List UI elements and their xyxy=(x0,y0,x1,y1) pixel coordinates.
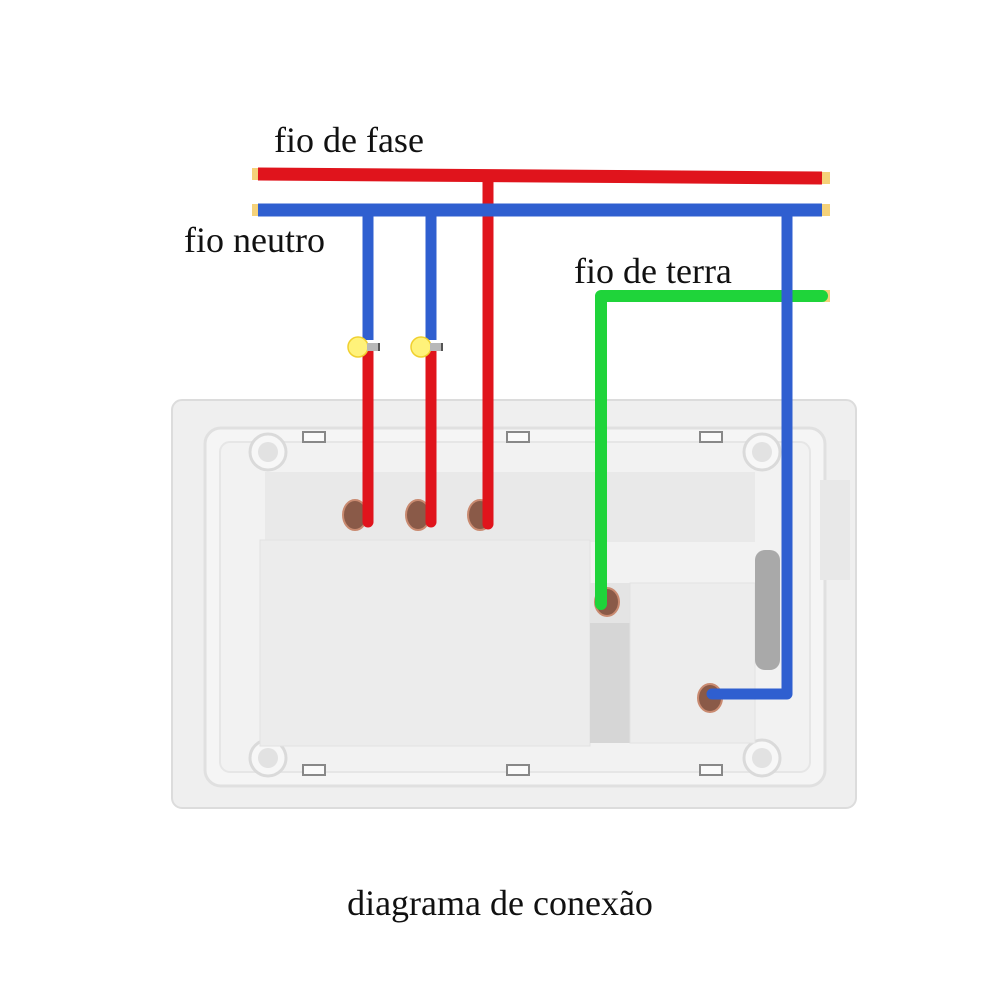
clip-tab xyxy=(699,764,723,776)
wire-tip xyxy=(252,204,259,216)
clip-tab xyxy=(506,764,530,776)
wire-tip xyxy=(822,172,830,184)
clip-tab xyxy=(302,764,326,776)
wire-tip xyxy=(822,204,830,216)
ground-wire-label: fio de terra xyxy=(574,251,732,291)
light-bulb-icon xyxy=(410,336,443,358)
clip-tab xyxy=(506,431,530,443)
neutral-wire xyxy=(252,203,830,700)
screw-hole-icon xyxy=(742,432,782,472)
phase-wire xyxy=(252,167,830,530)
diagram-caption: diagrama de conexão xyxy=(347,883,653,923)
screw-hole-icon xyxy=(742,738,782,778)
neutral-wire-label: fio neutro xyxy=(184,220,325,260)
screw-hole-icon xyxy=(248,432,288,472)
wire-tip xyxy=(252,168,259,180)
clip-tab xyxy=(699,431,723,443)
clip-tab xyxy=(302,431,326,443)
switched-phase-wire xyxy=(362,346,437,528)
ground-wire xyxy=(595,290,830,610)
light-bulb-icon xyxy=(347,336,380,358)
phase-wire-label: fio de fase xyxy=(274,120,424,160)
socket-plate xyxy=(171,399,857,809)
